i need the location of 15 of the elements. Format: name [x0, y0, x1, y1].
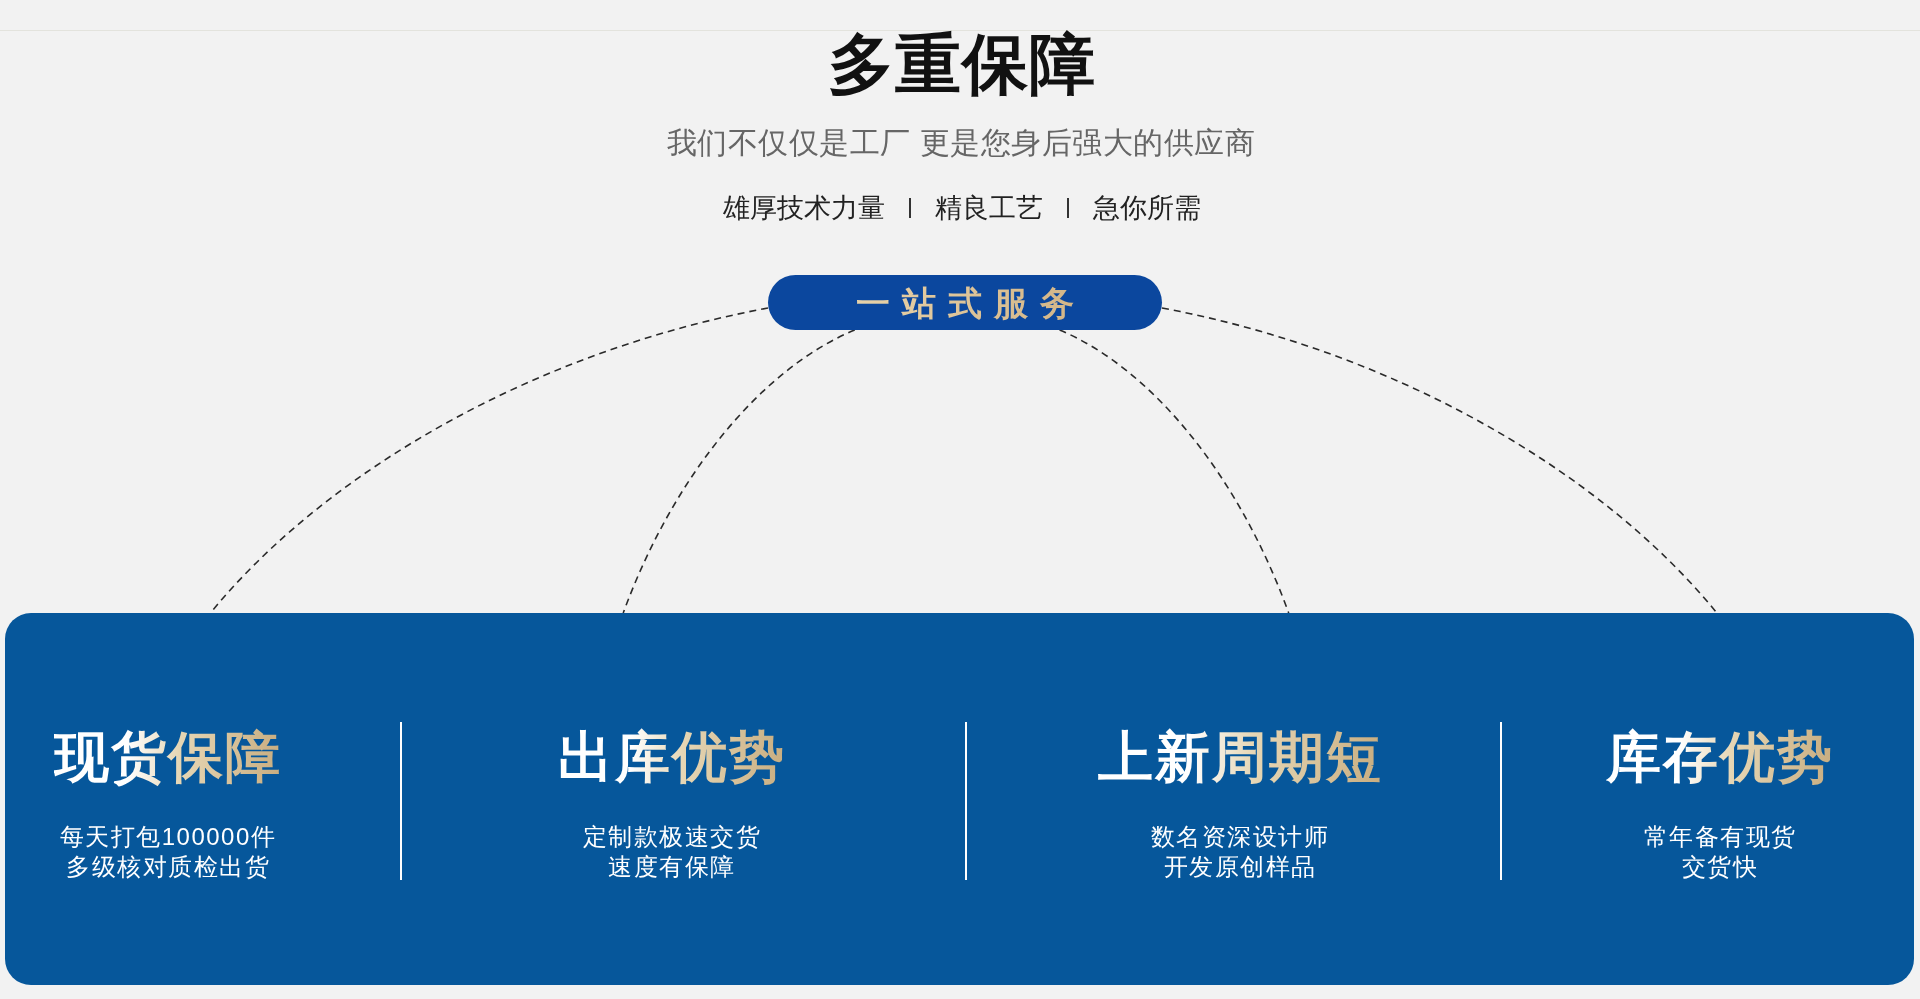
- tagline: 精良工艺: [935, 192, 1043, 224]
- column-heading: 现货保障: [54, 725, 282, 789]
- column-text: 定制款极速交货速度有保障: [581, 822, 763, 882]
- tagline: 急你所需: [1093, 192, 1201, 224]
- title: 多重保障: [828, 26, 1096, 102]
- info-panel: [5, 613, 1914, 985]
- heading-pill: 一站式服务: [768, 275, 1162, 330]
- column-text: 数名资深设计师开发原创样品: [1149, 822, 1331, 882]
- connector-line: [1058, 329, 1290, 614]
- connector-line: [1161, 307, 1718, 614]
- column-text: 每天打包100000件多级核对质检出货: [58, 822, 278, 882]
- tagline: 雄厚技术力量: [723, 192, 885, 224]
- connector-line: [622, 329, 856, 614]
- subtitle: 我们不仅仅是工厂 更是您身后强大的供应商: [666, 125, 1256, 161]
- column-text: 常年备有现货交货快: [1642, 822, 1798, 882]
